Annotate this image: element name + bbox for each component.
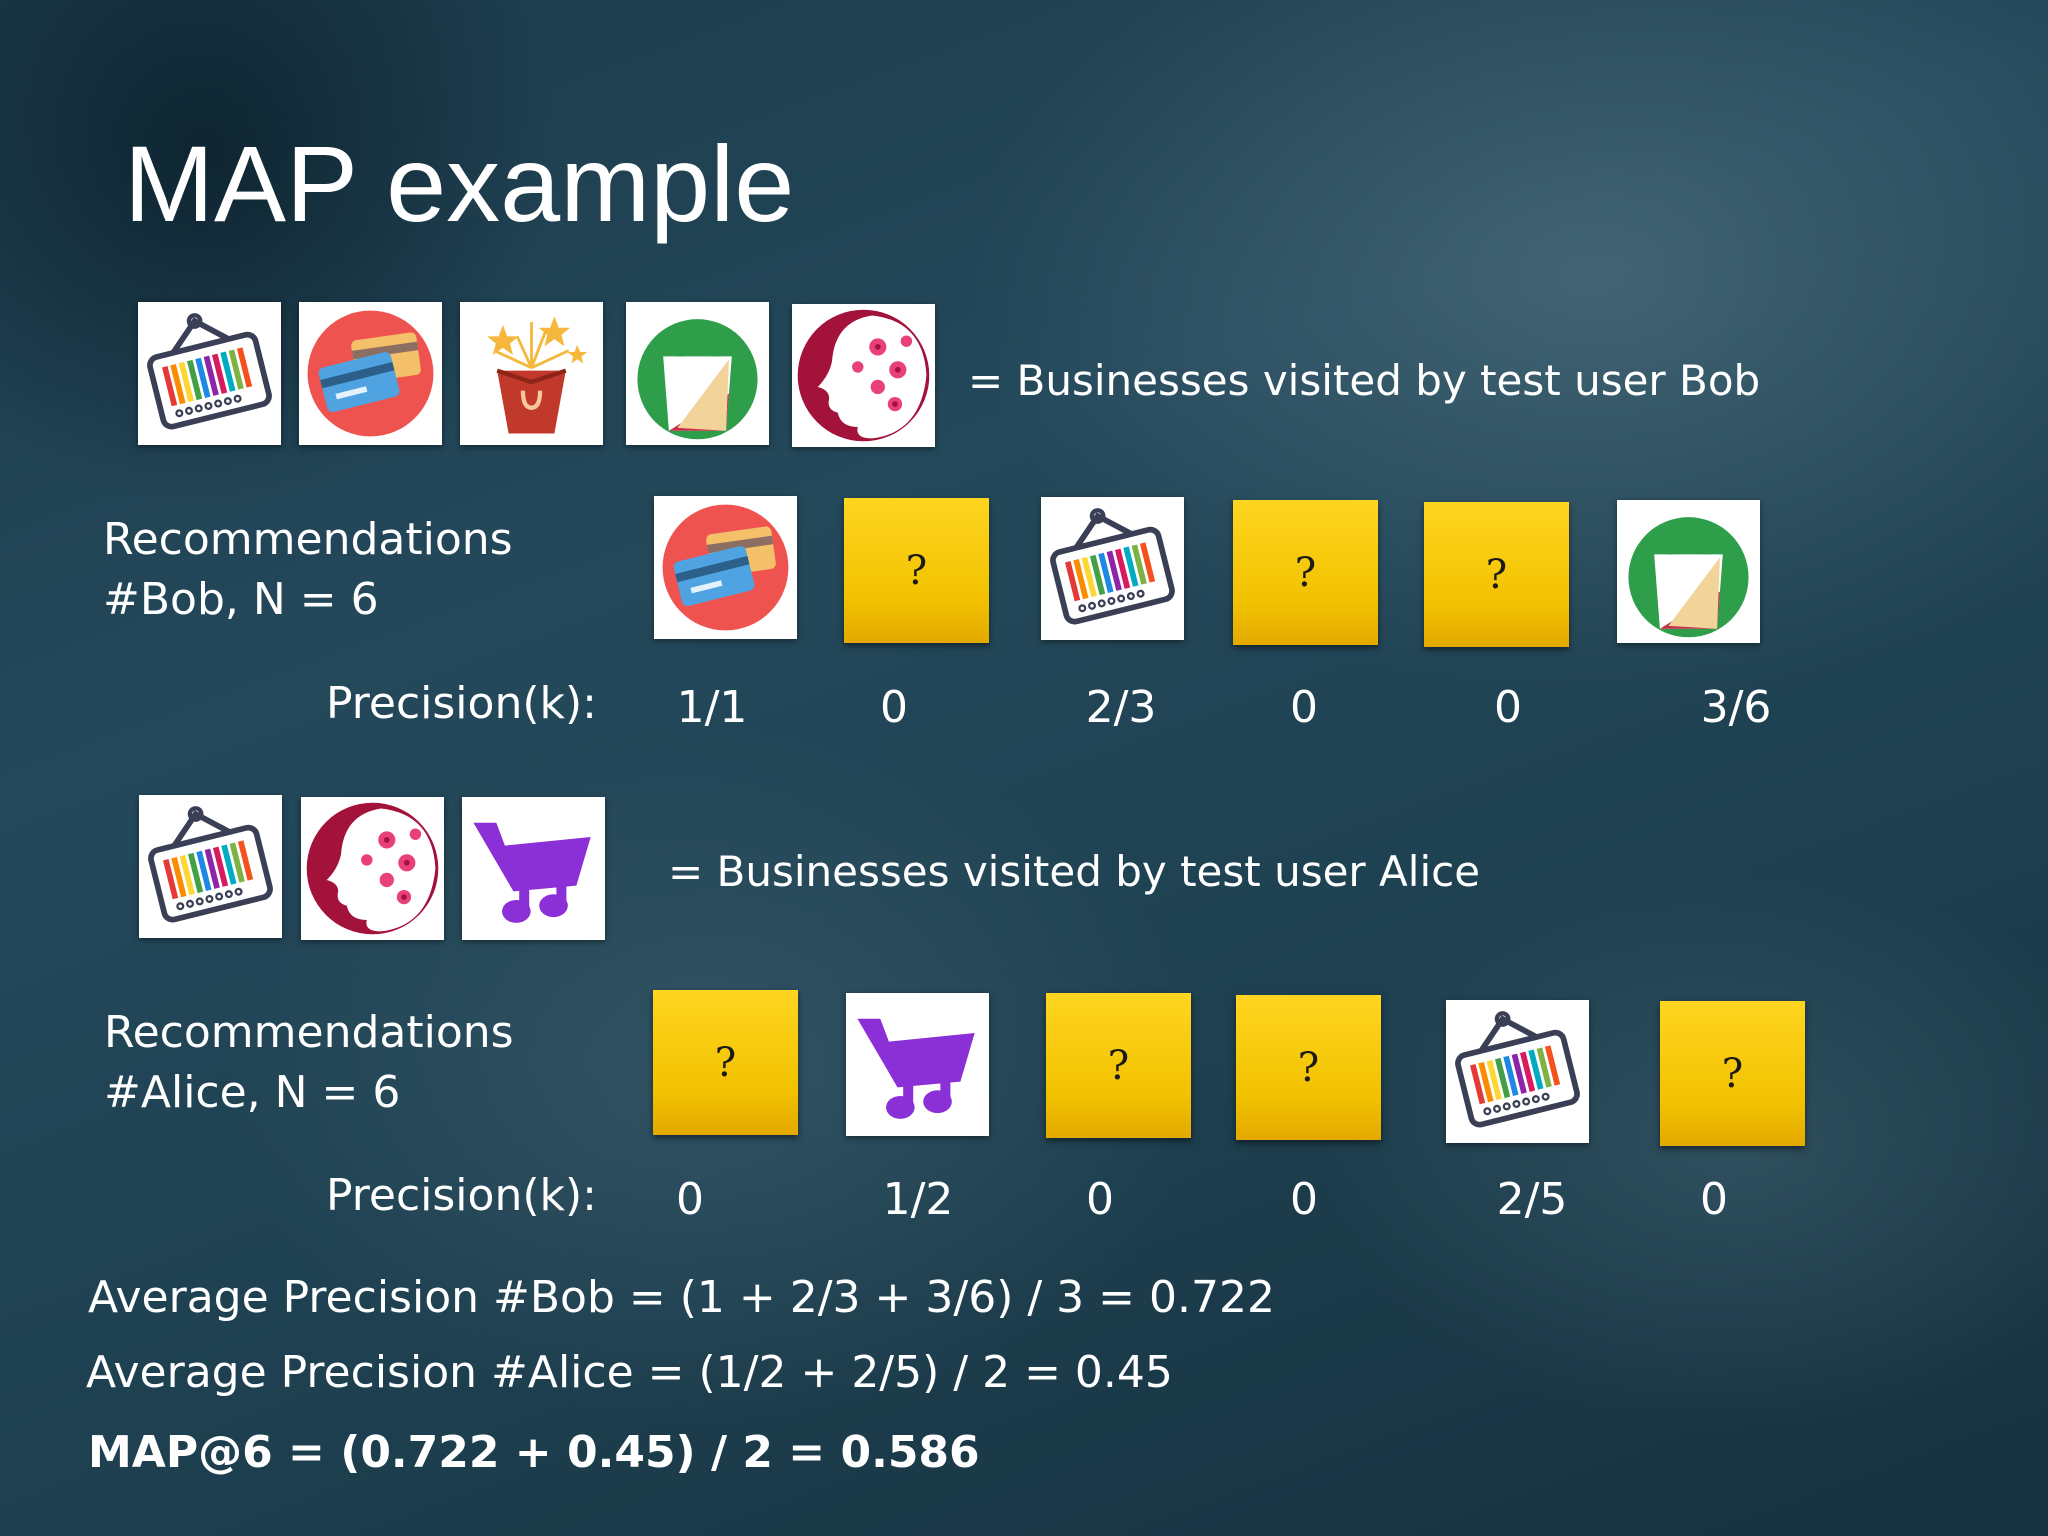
unknown-recommendation-tile: ? bbox=[1236, 995, 1381, 1140]
alice-rec-label-line2: #Alice, N = 6 bbox=[104, 1067, 401, 1118]
slide-title: MAP example bbox=[124, 123, 795, 244]
bob-precision-value: 3/6 bbox=[1700, 682, 1772, 733]
barcode-tag-icon bbox=[138, 302, 281, 445]
unknown-recommendation-tile: ? bbox=[653, 990, 798, 1135]
music-cart-icon bbox=[846, 993, 989, 1136]
credit-cards-icon bbox=[299, 302, 442, 445]
alice-precision-value: 0 bbox=[676, 1174, 704, 1225]
alice-visited-caption: = Businesses visited by test user Alice bbox=[668, 847, 1481, 896]
average-precision-alice: Average Precision #Alice = (1/2 + 2/5) /… bbox=[86, 1347, 1173, 1398]
bob-precision-value: 1/1 bbox=[676, 682, 748, 733]
alice-precision-value: 0 bbox=[1086, 1174, 1114, 1225]
alice-precision-value: 1/2 bbox=[882, 1174, 954, 1225]
barcode-tag-icon bbox=[1446, 1000, 1589, 1143]
bob-rec-label-line1: Recommendations bbox=[103, 514, 513, 565]
unknown-recommendation-tile: ? bbox=[1660, 1001, 1805, 1146]
alice-rec-label: Recommendations #Alice, N = 6 bbox=[104, 1003, 514, 1123]
shopping-bag-icon bbox=[626, 302, 769, 445]
unknown-recommendation-tile: ? bbox=[1233, 500, 1378, 645]
unknown-recommendation-tile: ? bbox=[844, 498, 989, 643]
shopping-bag-icon bbox=[1617, 500, 1760, 643]
bob-rec-label: Recommendations #Bob, N = 6 bbox=[103, 510, 513, 630]
bob-precision-value: 0 bbox=[880, 682, 908, 733]
map-result: MAP@6 = (0.722 + 0.45) / 2 = 0.586 bbox=[88, 1427, 980, 1478]
alice-precision-value: 2/5 bbox=[1496, 1174, 1568, 1225]
alice-precision-value: 0 bbox=[1700, 1174, 1728, 1225]
bob-visited-caption: = Businesses visited by test user Bob bbox=[968, 356, 1761, 405]
barcode-tag-icon bbox=[1041, 497, 1184, 640]
music-cart-icon bbox=[462, 797, 605, 940]
flower-face-icon bbox=[301, 797, 444, 940]
average-precision-bob: Average Precision #Bob = (1 + 2/3 + 3/6)… bbox=[88, 1272, 1275, 1323]
credit-cards-icon bbox=[654, 496, 797, 639]
alice-rec-label-line1: Recommendations bbox=[104, 1007, 514, 1058]
bob-precision-value: 0 bbox=[1290, 682, 1318, 733]
unknown-recommendation-tile: ? bbox=[1424, 502, 1569, 647]
flower-face-icon bbox=[792, 304, 935, 447]
bob-precision-value: 2/3 bbox=[1085, 682, 1157, 733]
bob-rec-label-line2: #Bob, N = 6 bbox=[103, 574, 379, 625]
alice-precision-value: 0 bbox=[1290, 1174, 1318, 1225]
gift-box-icon bbox=[460, 302, 603, 445]
unknown-recommendation-tile: ? bbox=[1046, 993, 1191, 1138]
alice-precision-label: Precision(k): bbox=[326, 1170, 597, 1221]
barcode-tag-icon bbox=[139, 795, 282, 938]
bob-precision-label: Precision(k): bbox=[326, 678, 597, 729]
bob-precision-value: 0 bbox=[1494, 682, 1522, 733]
